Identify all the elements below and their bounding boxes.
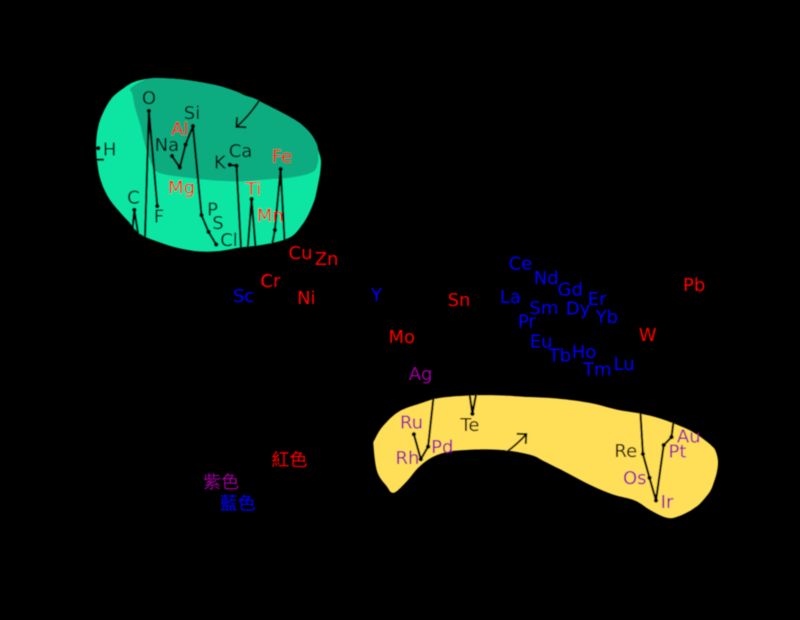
data-point-F (155, 203, 160, 209)
data-point-Al (183, 142, 188, 147)
element-label-Sc: Sc (233, 286, 254, 307)
element-label-Au: Au (677, 427, 701, 448)
element-label-Yb: Yb (595, 307, 618, 328)
element-label-Mg: Mg (168, 178, 195, 199)
data-point-Ca (234, 163, 239, 168)
data-point-Os (647, 475, 652, 480)
arrow-head (235, 117, 247, 129)
element-label-Ho: Ho (572, 342, 597, 363)
element-label-Ca: Ca (229, 141, 253, 162)
data-point-Ru (411, 432, 417, 437)
element-label-Si: Si (184, 103, 200, 124)
element-label-Tb: Tb (548, 346, 571, 367)
element-label-Cr: Cr (260, 271, 281, 292)
element-label-Ce: Ce (509, 254, 533, 275)
data-point-Fe (278, 166, 283, 172)
annotation-arrow-rock-forming (235, 96, 263, 129)
data-point-Si (190, 123, 196, 129)
arrow-curve (236, 96, 263, 128)
element-label-P: P (207, 199, 218, 220)
element-label-Ru: Ru (400, 412, 423, 433)
data-point-K (227, 162, 232, 167)
element-label-K: K (214, 153, 227, 174)
element-label-Ni: Ni (297, 288, 315, 309)
data-point-Cl (214, 242, 219, 247)
element-label-Tm: Tm (582, 359, 612, 380)
element-label-Al: Al (171, 119, 188, 140)
green-dark-field (129, 77, 319, 182)
element-label-Os: Os (623, 468, 647, 489)
element-label-Eu: Eu (530, 332, 553, 353)
data-point-C (132, 207, 137, 213)
element-label-Cl: Cl (220, 230, 238, 251)
element-label-Ti: Ti (245, 179, 261, 200)
element-label-Mn: Mn (257, 205, 284, 226)
element-label-Zn: Zn (315, 249, 339, 270)
element-label-Pd: Pd (431, 437, 453, 458)
data-point-Mg (177, 165, 182, 170)
data-point-S (206, 229, 211, 234)
data-points (96, 108, 674, 503)
data-point-H (96, 146, 101, 151)
element-label-Sn: Sn (448, 290, 471, 311)
data-point-Pt (661, 442, 666, 448)
element-label-Er: Er (588, 289, 607, 310)
data-point-Rh (418, 457, 423, 462)
element-label-Na: Na (155, 135, 180, 156)
element-label-S: S (212, 213, 223, 234)
element-label-Re: Re (614, 441, 637, 462)
data-point-Au (669, 434, 674, 440)
element-label-F: F (154, 206, 164, 227)
data-point-Na (169, 153, 175, 159)
data-point-Te (470, 411, 475, 416)
yellow-field (373, 395, 719, 519)
arrow-head (516, 432, 528, 444)
series-segment-Ru-Rh-Pd-Ag (412, 384, 436, 461)
element-label-H: H (103, 140, 117, 161)
element-label-C: C (127, 188, 140, 209)
data-point-Ir (653, 498, 659, 503)
element-label-Nd: Nd (534, 268, 559, 289)
element-label-Gd: Gd (558, 279, 583, 300)
element-label-W: W (639, 325, 657, 346)
arrow-curve (505, 433, 528, 454)
data-point-P (199, 213, 204, 218)
element-label-Lu: Lu (614, 354, 635, 375)
element-label-Pb: Pb (683, 275, 705, 296)
element-label-Cu: Cu (289, 243, 313, 264)
element-label-Y: Y (370, 285, 383, 306)
element-label-Pr: Pr (518, 311, 537, 332)
element-label-Ag: Ag (409, 364, 433, 385)
element-label-Sm: Sm (529, 298, 558, 319)
data-point-Ti (249, 196, 254, 202)
element-label-Dy: Dy (566, 299, 591, 320)
data-point-Pd (425, 444, 431, 449)
element-label-Mo: Mo (389, 327, 416, 348)
data-point-Re (640, 451, 646, 457)
element-label-Ir: Ir (661, 492, 674, 513)
data-point-O (146, 108, 152, 114)
annotation-arrow-rarest-metals (505, 432, 528, 454)
element-label-La: La (500, 287, 521, 308)
element-label-Te: Te (459, 415, 479, 436)
element-label-Pt: Pt (669, 442, 687, 463)
element-label-Fe: Fe (272, 147, 292, 168)
data-point-Mn (272, 227, 278, 233)
series-segment-K-Ca-Sc-Ti-V-Cr-Mn-Fe-Co (229, 163, 289, 301)
element-label-O: O (142, 88, 156, 109)
element-label-Rh: Rh (395, 448, 419, 469)
